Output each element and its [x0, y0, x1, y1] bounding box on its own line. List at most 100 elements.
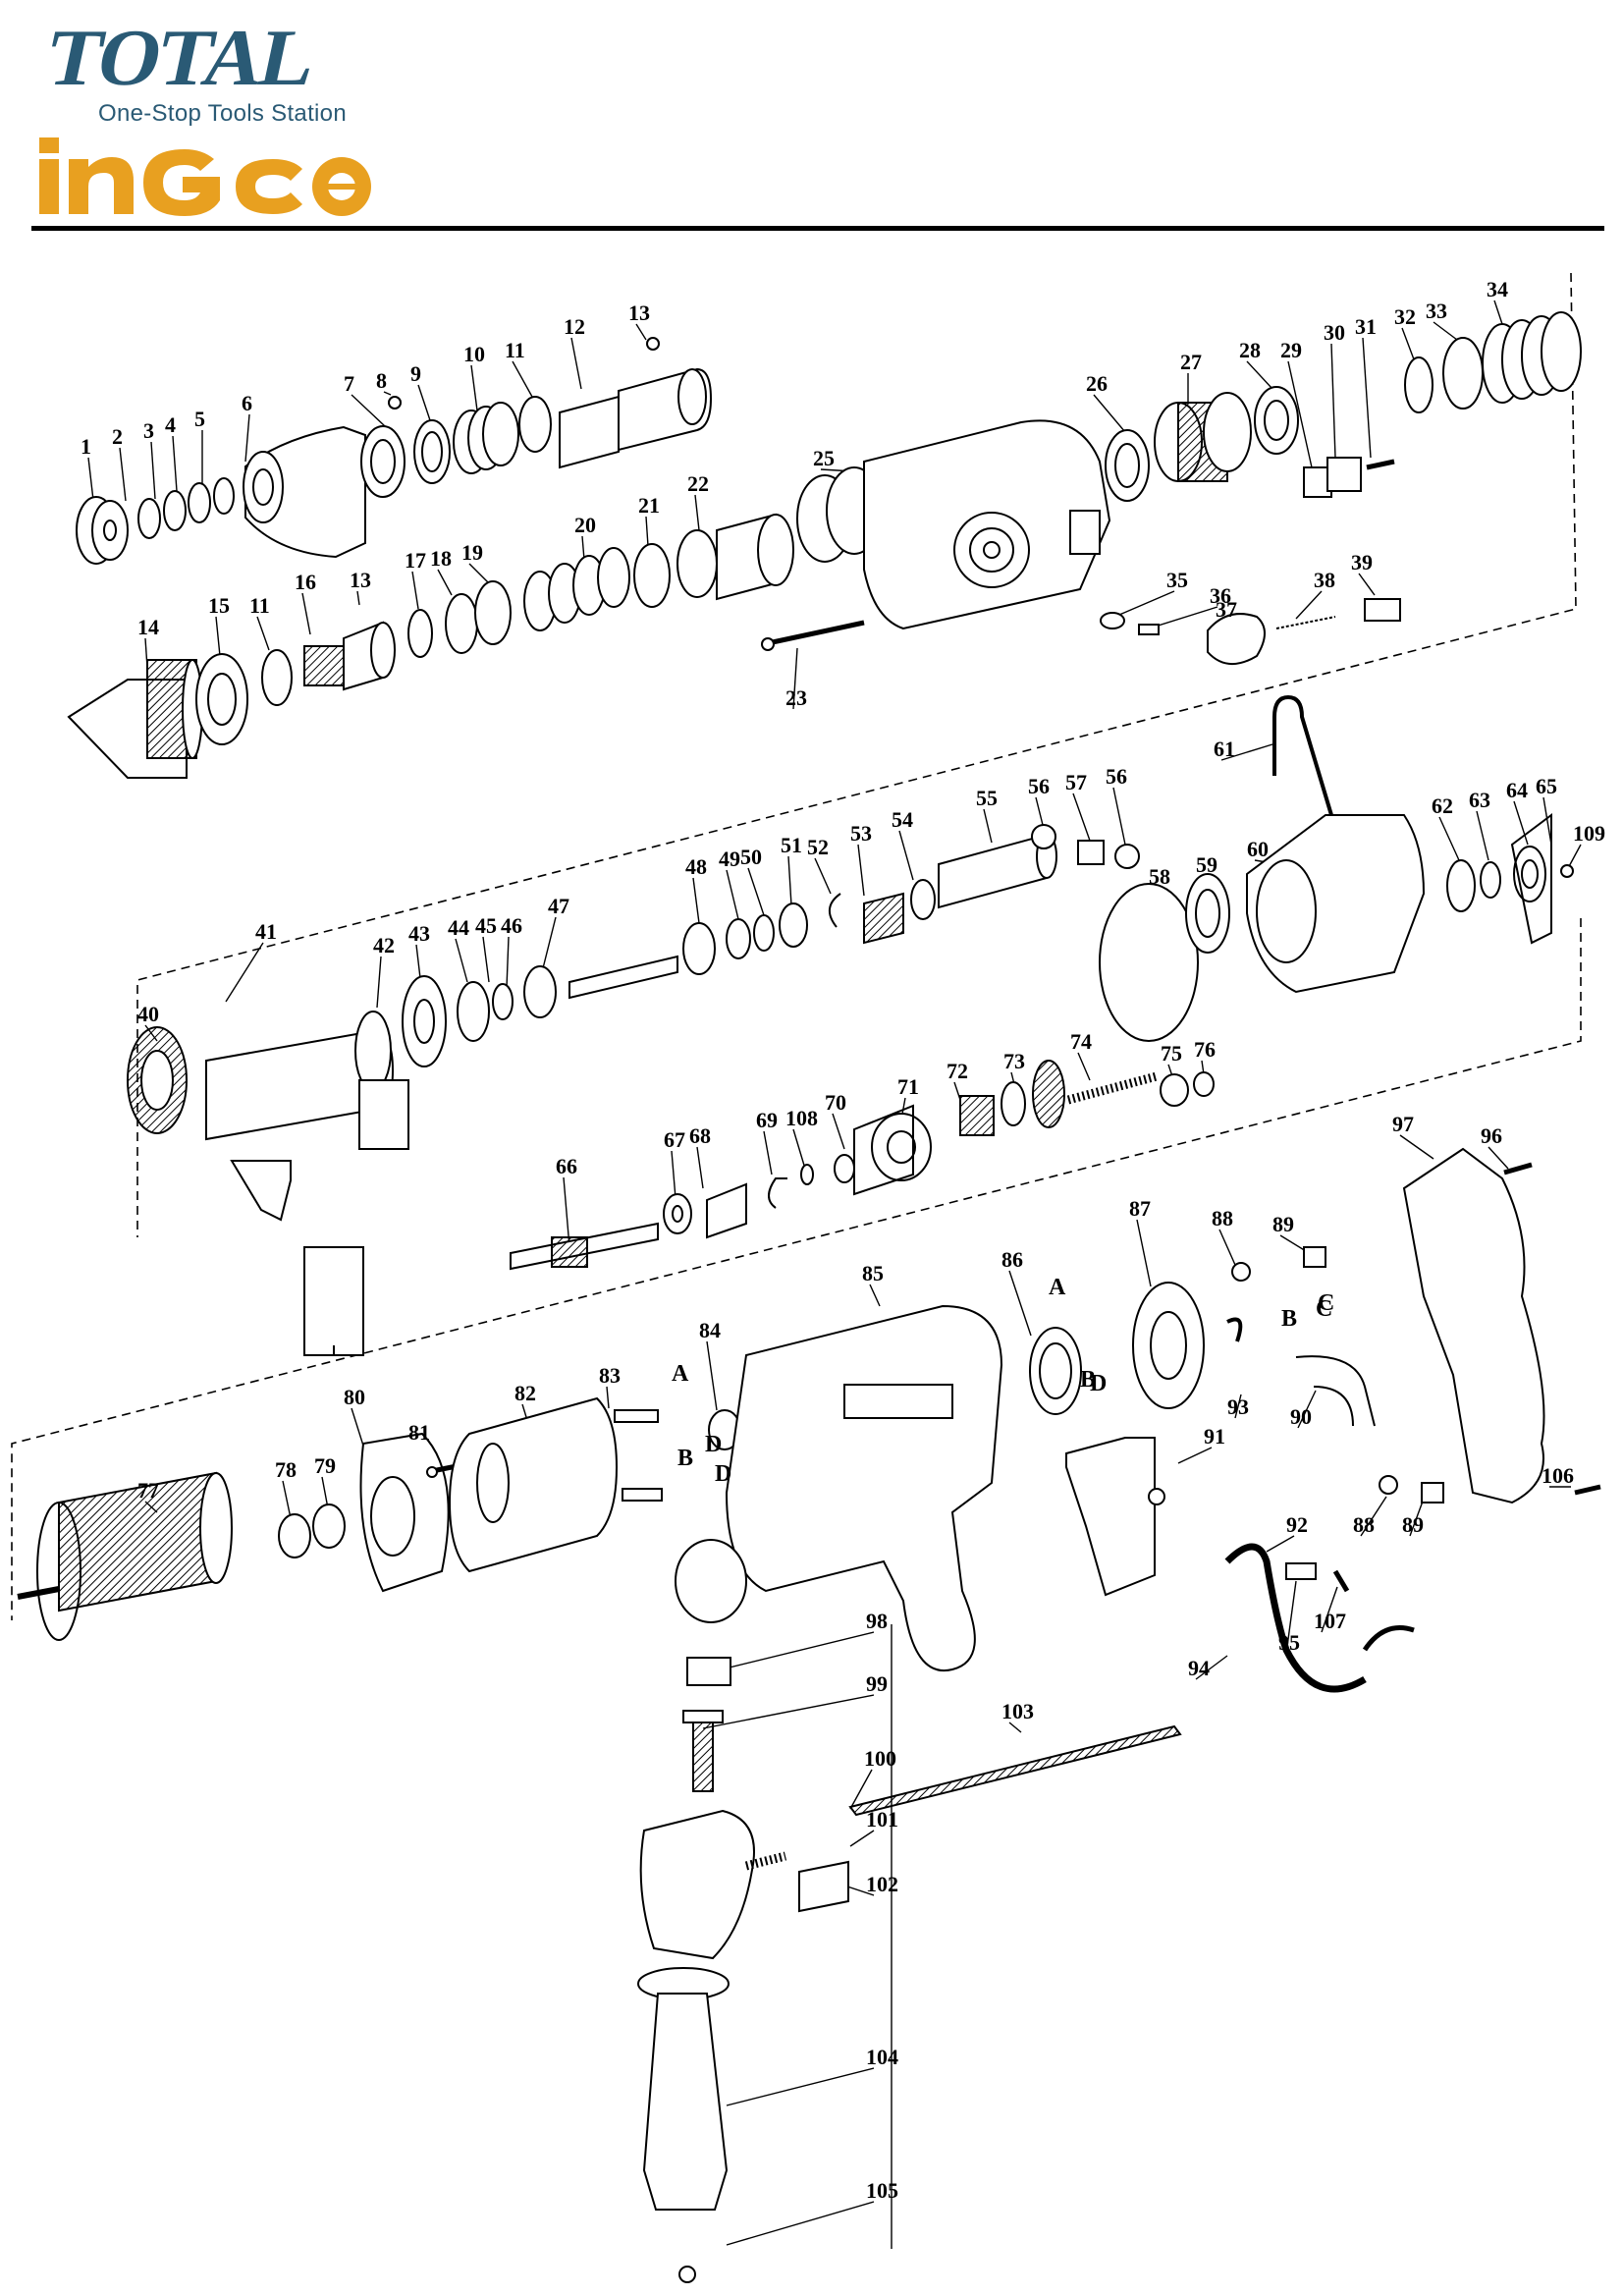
part-label-5: 5	[194, 407, 205, 431]
part-label-4: 4	[165, 412, 176, 437]
leader-line	[792, 647, 798, 710]
stator-part-82	[448, 1396, 619, 1573]
part-label-76: 76	[1194, 1037, 1216, 1062]
part-label-41: 41	[255, 919, 277, 944]
part-label-46: 46	[501, 913, 522, 938]
part-label-26: 26	[1086, 371, 1108, 396]
leader-line	[1330, 343, 1336, 459]
leader-line	[1493, 300, 1503, 325]
leader-line	[570, 337, 582, 390]
part-label-13: 13	[350, 568, 371, 592]
leader-line	[1148, 606, 1218, 629]
leader-line	[581, 535, 585, 561]
leader-line	[1035, 796, 1044, 826]
switch-part-91	[1065, 1437, 1165, 1597]
leader-line	[417, 384, 431, 421]
leader-line	[541, 916, 557, 973]
ball-part-8-13	[388, 337, 660, 410]
leader-line	[694, 494, 700, 531]
wire-label-D: D	[705, 1432, 722, 1457]
part-label-56: 56	[1028, 774, 1050, 798]
part-label-82: 82	[514, 1381, 536, 1405]
leader-line	[356, 590, 360, 606]
leader-line	[1401, 327, 1415, 360]
bearing-part-27	[1154, 392, 1252, 482]
leader-line	[482, 936, 490, 983]
washer-part-75-76	[1160, 1071, 1215, 1107]
part-label-94: 94	[1188, 1656, 1210, 1680]
leader-line	[1177, 1447, 1213, 1464]
leader-line	[635, 323, 647, 341]
leader-line	[1285, 1580, 1297, 1655]
springs-part-20	[523, 547, 630, 631]
dust-cap-part	[76, 496, 129, 565]
leader-line	[256, 616, 270, 651]
leader-line	[244, 413, 250, 463]
bearing-ring-part-26	[1105, 429, 1150, 502]
leader-line	[763, 1130, 773, 1175]
part-label-34: 34	[1487, 277, 1508, 301]
wire-label-B: B	[677, 1446, 693, 1471]
leader-line	[1112, 787, 1126, 846]
rings-part-48-52	[682, 893, 841, 975]
leader-line	[692, 877, 700, 924]
part-label-31: 31	[1355, 314, 1377, 339]
leader-line	[1195, 1655, 1228, 1680]
part-label-73: 73	[1003, 1049, 1025, 1073]
ring-part-11	[518, 396, 552, 453]
leader-line	[1438, 816, 1460, 861]
clamp-part-95-107	[1285, 1562, 1350, 1593]
selector-part-35-39	[1100, 598, 1401, 665]
screw-part-96-106	[1503, 1162, 1601, 1496]
clamp-band-part-98	[675, 1539, 747, 1686]
leader-line	[468, 563, 490, 584]
leader-line	[1513, 800, 1529, 846]
part-label-102: 102	[866, 1872, 898, 1896]
leader-line	[1287, 360, 1313, 468]
part-label-107: 107	[1314, 1609, 1346, 1633]
leader-line	[671, 1150, 676, 1199]
part-label-27: 27	[1180, 350, 1202, 374]
ring-part-9	[413, 419, 451, 484]
leader-line	[702, 1694, 875, 1729]
part-label-103: 103	[1001, 1699, 1034, 1723]
leader-line	[563, 1176, 570, 1248]
ring-part-7	[360, 425, 406, 498]
parts	[17, 311, 1601, 2283]
part-label-60: 60	[1247, 837, 1269, 861]
part-label-38: 38	[1314, 568, 1335, 592]
leader-line	[645, 516, 649, 547]
part-label-45: 45	[475, 913, 497, 938]
leader-line	[696, 1146, 704, 1189]
part-label-52: 52	[807, 835, 829, 859]
part-label-42: 42	[373, 933, 395, 957]
part-label-62: 62	[1432, 793, 1453, 818]
leader-line	[1077, 1052, 1091, 1081]
leader-line	[1218, 1229, 1236, 1266]
leader-line	[1093, 394, 1126, 433]
tool-holder-part	[559, 367, 713, 469]
leader-line	[1399, 1134, 1434, 1160]
ingco-logo	[39, 137, 371, 216]
part-label-70: 70	[825, 1090, 846, 1115]
part-label-90: 90	[1290, 1404, 1312, 1429]
part-label-14: 14	[137, 615, 159, 639]
leader-line	[301, 592, 311, 635]
part-label-51: 51	[781, 833, 802, 857]
switch-module-left	[230, 1079, 409, 1356]
wire-label-D: D	[715, 1461, 731, 1487]
part-label-36: 36	[1210, 583, 1231, 608]
leader-line	[150, 441, 156, 500]
rings-part-44-46	[457, 965, 557, 1042]
part-label-29: 29	[1280, 338, 1302, 362]
gear-part-73	[1001, 1060, 1065, 1128]
leader-line	[1358, 573, 1376, 596]
nut-part-105	[678, 2266, 696, 2283]
part-label-7: 7	[344, 371, 354, 396]
spring-part-10	[453, 402, 519, 474]
wire-label-B: B	[1281, 1306, 1297, 1332]
part-label-10: 10	[463, 342, 485, 366]
leader-line	[869, 1284, 881, 1307]
